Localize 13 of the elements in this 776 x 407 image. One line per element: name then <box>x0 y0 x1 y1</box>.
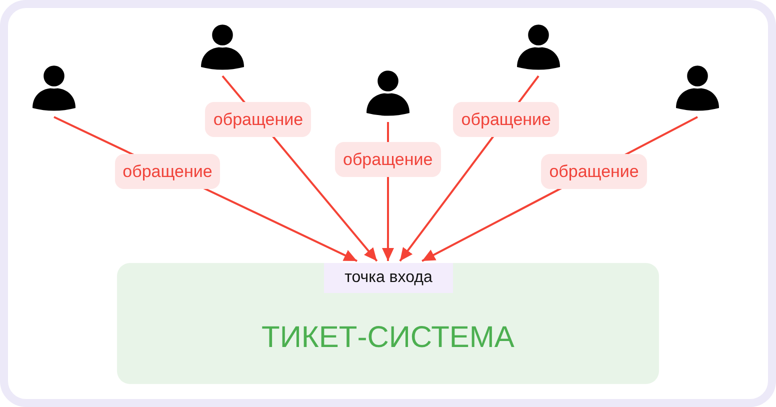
person-icon <box>200 22 245 71</box>
edge-label: обращение <box>205 102 312 136</box>
entry-point-tag: точка входа <box>324 263 453 293</box>
system-box <box>117 263 659 384</box>
person-icon <box>675 63 720 112</box>
edge-label: обращение <box>453 102 559 136</box>
system-title: ТИКЕТ-СИСТЕМА <box>262 320 514 356</box>
edge-label: обращение <box>334 142 441 176</box>
person-icon <box>366 68 410 117</box>
person-icon <box>32 63 76 112</box>
edge-label: обращение <box>541 154 647 188</box>
edge-label: обращение <box>114 154 220 188</box>
person-icon <box>516 22 561 71</box>
